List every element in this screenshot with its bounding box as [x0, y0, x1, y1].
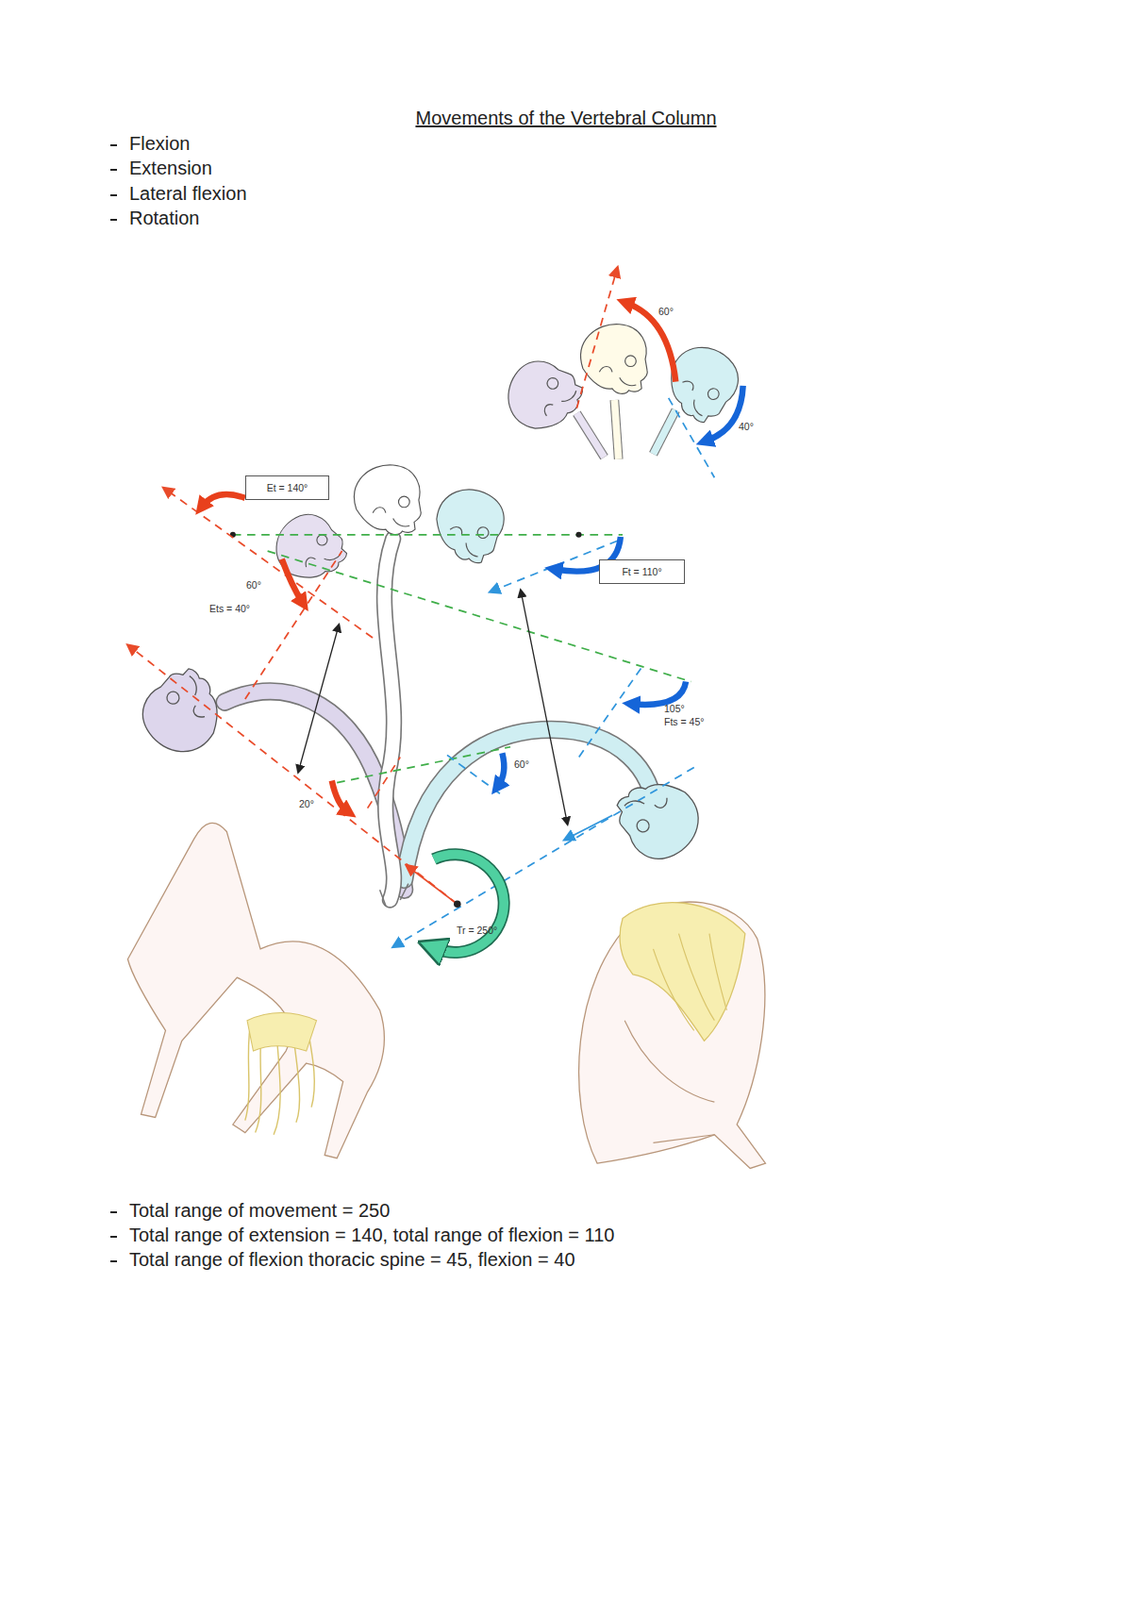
range-arrow — [282, 559, 303, 602]
range-arrow — [706, 385, 744, 441]
list-item: Lateral flexion — [129, 183, 248, 205]
summary-item: Total range of extension = 140, total ra… — [129, 1224, 615, 1247]
hair — [619, 902, 746, 1042]
value-box: Et = 140° — [245, 475, 330, 500]
angle-label: Tr = 250° — [456, 924, 498, 936]
angle-label: 105° — [664, 702, 685, 715]
skull-flexed — [608, 766, 712, 871]
figure-backbend — [127, 822, 384, 1158]
sacrum — [380, 883, 409, 907]
reference-line — [233, 533, 623, 536]
axis-line — [406, 865, 458, 904]
double-arrow — [298, 624, 339, 773]
reference-line — [336, 747, 511, 783]
bullet-dash — [110, 168, 117, 171]
range-arrow — [201, 494, 245, 507]
range-arrow — [498, 752, 504, 786]
neck-outline — [614, 399, 618, 460]
spine-outline — [224, 691, 404, 890]
rotation-arc — [433, 854, 504, 953]
summary-item: Total range of movement = 250 — [129, 1199, 390, 1222]
list-item: Rotation — [129, 207, 200, 230]
skull-white — [581, 324, 649, 395]
box-text: Ft = 110° — [621, 566, 662, 578]
skull-extended — [129, 660, 236, 767]
axis-line — [447, 754, 500, 794]
value-box: Ft = 110° — [599, 559, 685, 584]
list-item: Flexion — [129, 133, 190, 155]
bullet-dash — [110, 1235, 117, 1238]
angle-label: Fts = 45° — [664, 715, 704, 728]
angle-label: 60° — [246, 579, 262, 591]
axis-line — [245, 550, 343, 700]
axis-line — [127, 645, 457, 905]
hair — [652, 933, 727, 1032]
angle-label: 40° — [738, 420, 754, 433]
neck-outline — [652, 410, 676, 455]
neck-white — [614, 399, 618, 460]
neck-blue — [652, 410, 676, 455]
bullet-dash — [110, 194, 117, 197]
limb-line — [624, 1020, 715, 1144]
rotation-arc-outline — [433, 854, 504, 953]
skull-blue — [424, 478, 515, 570]
axis-line — [564, 815, 613, 840]
angle-label: Ets = 40° — [209, 602, 250, 615]
range-arrow — [626, 302, 676, 382]
angle-label: 20° — [299, 798, 315, 810]
reference-line — [267, 550, 692, 682]
spine-neutral — [383, 538, 394, 900]
pivot-dot — [453, 900, 462, 909]
box-text: Et = 140° — [266, 482, 309, 494]
angle-label: 60° — [514, 758, 530, 770]
bullet-dash — [110, 1211, 117, 1214]
axis-line — [163, 487, 373, 638]
spine-extended — [224, 691, 404, 890]
skull-white — [354, 465, 422, 535]
bullet-dash — [110, 1260, 117, 1263]
pivot-dot — [575, 532, 582, 538]
neck-outline — [576, 413, 604, 458]
angle-label: 60° — [658, 305, 674, 317]
axis-line — [576, 266, 617, 408]
range-arrow — [632, 682, 686, 705]
bullet-dash — [110, 144, 117, 147]
hair — [247, 1013, 317, 1052]
list-item: Extension — [129, 157, 213, 180]
bullet-dash — [110, 218, 117, 221]
summary-item: Total range of flexion thoracic spine = … — [129, 1248, 576, 1271]
axis-line — [367, 757, 401, 809]
double-arrow — [520, 589, 568, 825]
skull-purple — [263, 502, 354, 594]
neck-purple — [576, 413, 604, 458]
skull-purple — [496, 349, 590, 443]
range-arrow — [332, 780, 348, 811]
figure-curled — [579, 901, 766, 1168]
axis-line — [576, 667, 641, 760]
spine-outline — [383, 538, 394, 900]
title: Movements of the Vertebral Column — [0, 107, 1132, 130]
